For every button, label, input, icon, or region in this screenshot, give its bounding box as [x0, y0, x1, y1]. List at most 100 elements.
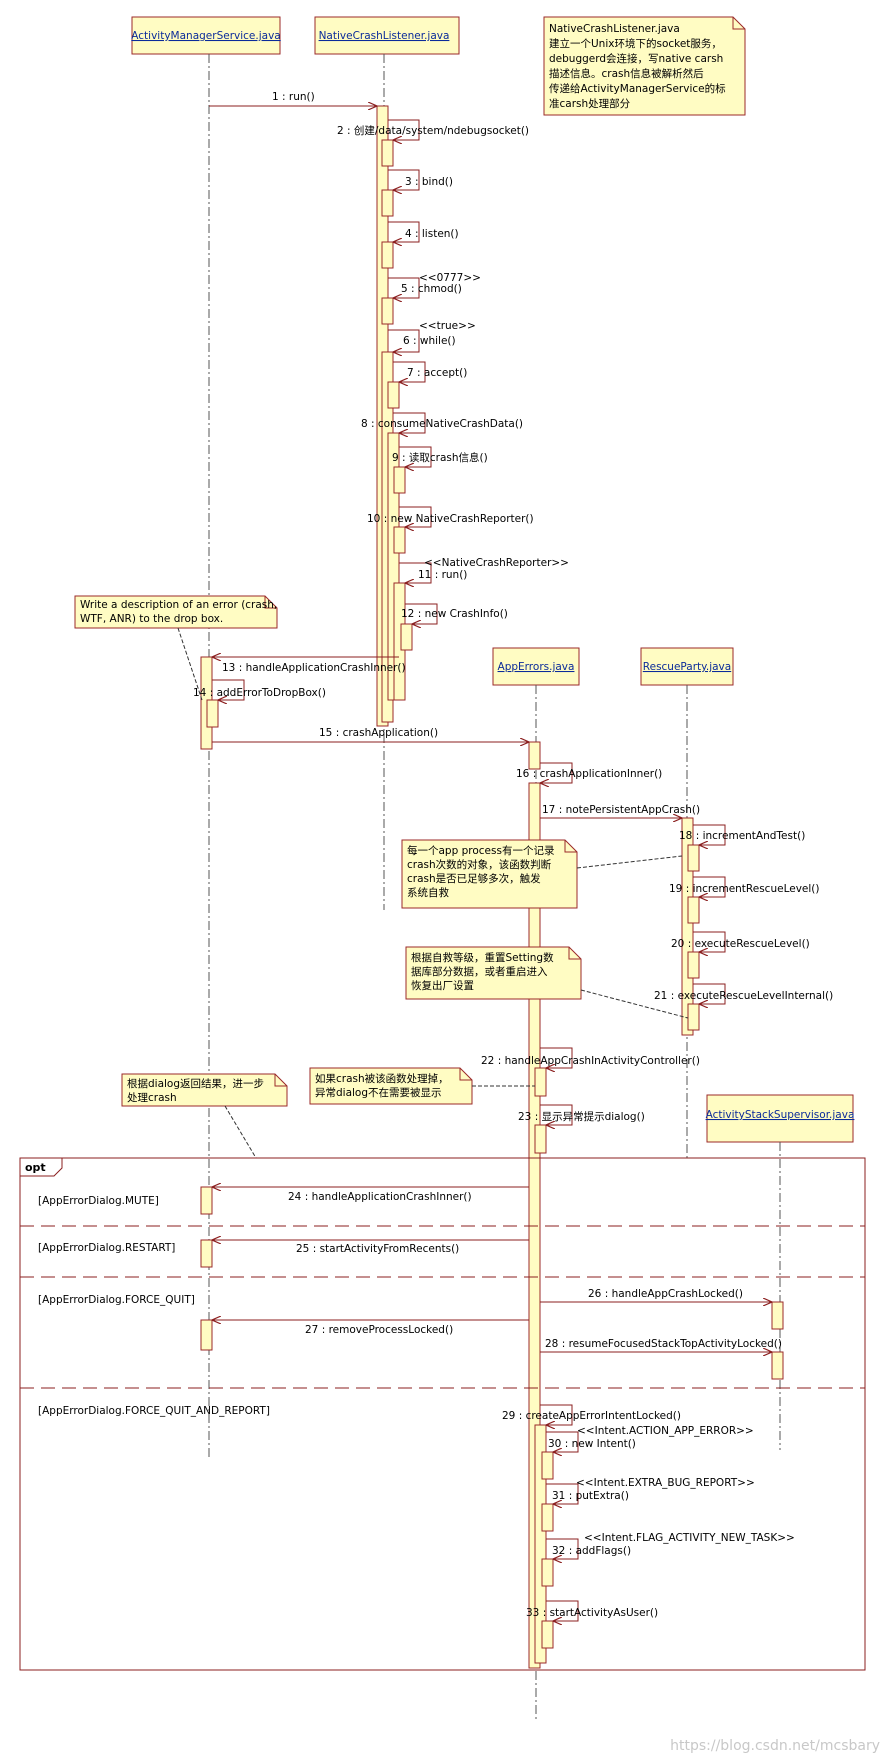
message-label-28: 28 : resumeFocusedStackTopActivityLocked… — [545, 1338, 782, 1350]
lifeline-header-rp: RescueParty.java — [640, 647, 734, 686]
note-ncl-line-4: 描述信息。crash信息被解析然后 — [549, 67, 704, 80]
activation-ae-29 — [534, 1424, 547, 1664]
note-dialog-line-1: 根据dialog返回结果，进一步 — [127, 1077, 264, 1090]
note-dialog-connector — [224, 1105, 257, 1159]
arrow-20 — [693, 931, 726, 952]
arrow-4 — [388, 221, 420, 242]
message-label-18: 18 : incrementAndTest() — [679, 830, 805, 842]
note-ncl: NativeCrashListener.java 建立一个Unix环境下的soc… — [543, 16, 746, 116]
message-label-27: 27 : removeProcessLocked() — [305, 1324, 453, 1336]
activation-ae-31 — [541, 1503, 554, 1532]
activation-ncl-5 — [381, 297, 394, 325]
activation-ncl-4 — [381, 241, 394, 269]
note-rescue-line-3: crash是否已足够多次，触发 — [407, 872, 541, 885]
arrow-30 — [546, 1431, 579, 1452]
message-label-30: 30 : new Intent() — [548, 1438, 636, 1450]
note-level: 根据自救等级，重置Setting数 据库部分数据，或者重启进入 恢复出厂设置 — [405, 946, 582, 1000]
message-label-32: 32 : addFlags() — [552, 1545, 631, 1557]
activation-ae-30 — [541, 1451, 554, 1480]
arrow-8 — [393, 412, 426, 433]
activation-ams-25 — [200, 1239, 213, 1268]
message-label-15: 15 : crashApplication() — [319, 727, 438, 739]
note-ncl-line-5: 传递给ActivityManagerService的标 — [549, 82, 726, 95]
note-dialog-line-2: 处理crash — [127, 1092, 177, 1104]
note-dialog: 根据dialog返回结果，进一步 处理crash — [121, 1073, 288, 1107]
note-ncl-line-3: debuggerd会连接，写native carsh — [549, 52, 723, 65]
arrow-19 — [693, 876, 726, 897]
message-stereo-31: <<Intent.EXTRA_BUG_REPORT>> — [576, 1477, 755, 1489]
message-label-7: 7 : accept() — [407, 367, 467, 379]
note-level-line-2: 据库部分数据，或者重启进入 — [411, 965, 548, 978]
activation-ncl-9 — [393, 466, 406, 494]
note-level-connector — [580, 989, 689, 1019]
opt-guard-force-quit-report: [AppErrorDialog.FORCE_QUIT_AND_REPORT] — [38, 1405, 270, 1417]
message-label-6: 6 : while() — [403, 335, 456, 347]
message-label-24: 24 : handleApplicationCrashInner() — [288, 1191, 472, 1203]
lifeline-label-ae: AppErrors.java — [498, 661, 575, 673]
lifeline-header-ams: ActivityManagerService.java — [131, 16, 281, 55]
lifeline-label-ams: ActivityManagerService.java — [131, 30, 280, 42]
message-label-3: 3 : bind() — [405, 176, 453, 188]
lifeline-header-ass: ActivityStackSupervisor.java — [706, 1094, 855, 1143]
lifeline-label-ncl: NativeCrashListener.java — [319, 30, 450, 42]
arrow-14 — [212, 679, 245, 700]
message-label-8: 8 : consumeNativeCrashData() — [361, 418, 523, 430]
lifeline-label-ass: ActivityStackSupervisor.java — [706, 1109, 855, 1121]
message-label-29: 29 : createAppErrorIntentLocked() — [502, 1410, 681, 1422]
message-label-10: 10 : new NativeCrashReporter() — [367, 513, 534, 525]
message-label-31: 31 : putExtra() — [552, 1490, 629, 1502]
message-label-4: 4 : listen() — [405, 228, 459, 240]
lifeline-header-ae: AppErrors.java — [492, 647, 580, 686]
arrow-2 — [388, 119, 420, 140]
activation-rp-18 — [687, 844, 700, 872]
arrow-9 — [399, 446, 432, 467]
opt-guard-restart: [AppErrorDialog.RESTART] — [38, 1242, 175, 1254]
arrow-12 — [405, 603, 438, 624]
lifeline-label-rp: RescueParty.java — [643, 661, 731, 673]
note-rescue-line-1: 每一个app process有一个记录 — [407, 844, 554, 857]
note-ncl-line-2: 建立一个Unix环境下的socket服务， — [549, 37, 722, 50]
message-label-17: 17 : notePersistentAppCrash() — [542, 804, 700, 816]
message-stereo-30: <<Intent.ACTION_APP_ERROR>> — [577, 1425, 754, 1437]
activation-ae-15 — [528, 741, 541, 770]
message-label-25: 25 : startActivityFromRecents() — [296, 1243, 459, 1255]
arrow-5 — [388, 277, 420, 298]
activation-rp-20 — [687, 951, 700, 979]
note-controller-line-1: 如果crash被该函数处理掉， — [315, 1072, 449, 1085]
lifeline-header-ncl: NativeCrashListener.java — [314, 16, 460, 55]
activation-ass-26 — [771, 1301, 784, 1330]
opt-guard-force-quit: [AppErrorDialog.FORCE_QUIT] — [38, 1294, 195, 1306]
message-label-13: 13 : handleApplicationCrashInner() — [222, 662, 406, 674]
message-label-23: 23 : 显示异常提示dialog() — [518, 1110, 645, 1123]
activation-rp-19 — [687, 896, 700, 924]
arrow-6 — [388, 329, 420, 352]
activation-ae-22 — [534, 1067, 547, 1097]
message-label-1: 1 : run() — [272, 91, 315, 103]
message-label-19: 19 : incrementRescueLevel() — [669, 883, 819, 895]
message-label-11: 11 : run() — [418, 569, 467, 581]
activation-ass-28 — [771, 1351, 784, 1380]
opt-guard-mute: [AppErrorDialog.MUTE] — [38, 1195, 159, 1207]
arrow-21 — [693, 983, 726, 1004]
message-label-26: 26 : handleAppCrashLocked() — [588, 1288, 743, 1300]
arrow-11 — [399, 562, 432, 583]
message-label-33: 33 : startActivityAsUser() — [526, 1607, 658, 1619]
note-dropbox: Write a description of an error (crash, … — [74, 595, 278, 629]
arrow-3 — [388, 169, 420, 190]
note-dropbox-line-2: WTF, ANR) to the drop box. — [80, 613, 223, 625]
activation-rp-17 — [681, 817, 694, 1036]
message-label-5: 5 : chmod() — [401, 283, 462, 295]
message-label-20: 20 : executeRescueLevel() — [671, 938, 810, 950]
message-label-22: 22 : handleAppCrashInActivityController(… — [481, 1055, 700, 1067]
note-controller-line-2: 异常dialog不在需要被显示 — [315, 1086, 442, 1099]
note-rescue-line-2: crash次数的对象，该函数判断 — [407, 858, 552, 871]
arrow-7 — [393, 361, 426, 382]
arrow-18 — [693, 824, 726, 845]
arrow-29 — [540, 1404, 573, 1425]
activation-ams-24 — [200, 1186, 213, 1215]
arrow-10 — [399, 506, 432, 527]
note-level-line-1: 根据自救等级，重置Setting数 — [411, 951, 554, 964]
message-label-16: 16 : crashApplicationInner() — [516, 768, 662, 780]
arrow-31 — [546, 1483, 579, 1504]
